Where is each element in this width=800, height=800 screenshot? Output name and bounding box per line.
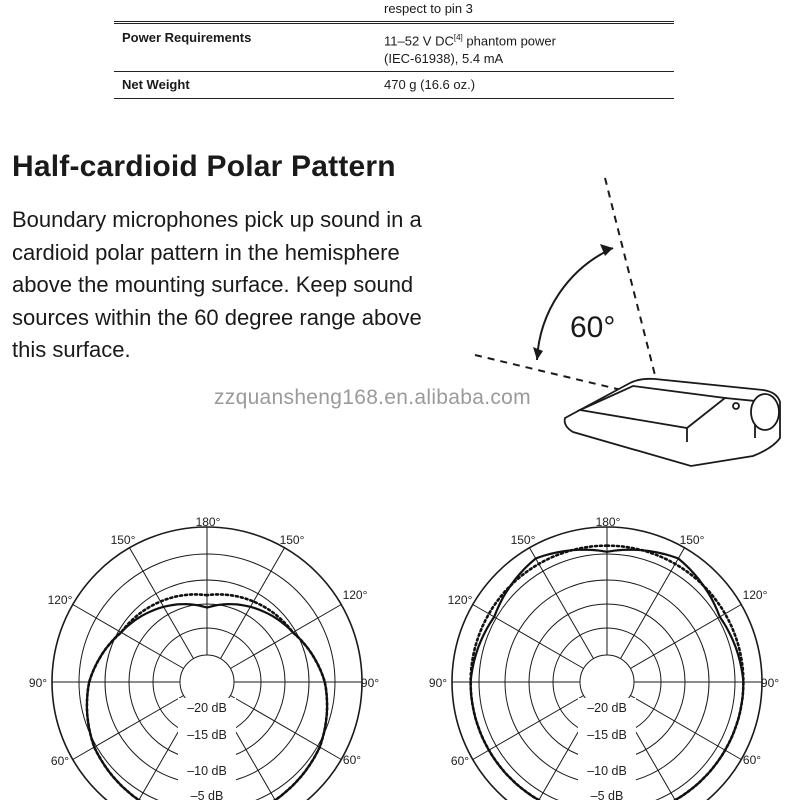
grid-spoke [230,695,342,760]
table-row: respect to pin 3 [114,0,674,24]
spec-value: 11–52 V DC[4] phantom power (IEC-61938), … [362,24,674,72]
label-90-right: 90° [761,676,779,690]
grid-spoke [72,604,184,669]
db-label-15: –15 dB [187,728,227,742]
polar-series-dotted [85,593,329,800]
grid-spoke [630,604,742,669]
label-120-right: 120° [743,588,768,602]
label-60-left: 60° [51,754,69,768]
watermark-text: zzquansheng168.en.alibaba.com [214,386,531,409]
polar-series-dotted [469,544,745,800]
grid-spoke [72,695,184,760]
grid-spoke [630,695,742,760]
db-label-5: –5 dB [591,789,624,800]
grid-spoke [620,547,685,659]
grid-spoke [472,695,584,760]
section-title: Half-cardioid Polar Pattern [12,150,396,183]
db-label-backdrop [578,698,636,800]
db-label-10: –10 dB [587,764,627,778]
spec-label: Power Requirements [122,30,252,45]
table-top-rule [114,21,674,22]
polar-chart-flat: 180° 150° 150° 120° 120° 90° 90° 60° 60°… [29,515,379,800]
grid-spoke [129,547,194,659]
label-60-right: 60° [743,753,761,767]
db-label-5: –5 dB [191,789,224,800]
spec-value: 470 g (16.6 oz.) [384,77,476,92]
label-90-left: 90° [429,676,447,690]
angle-label: 60° [570,311,615,344]
label-150-left: 150° [511,533,536,547]
label-120-right: 120° [343,588,368,602]
db-label-10: –10 dB [187,764,227,778]
footnote-ref: [4] [453,33,463,42]
polar-chart-stand: 180° 150° 150° 120° 120° 90° 90° 60° 60°… [429,515,779,800]
label-180: 180° [196,515,221,529]
boundary-mic-illustration: 60° [474,177,781,467]
db-label-20: –20 dB [587,701,627,715]
db-label-15: –15 dB [587,728,627,742]
label-60-right: 60° [343,753,361,767]
spec-value-line1-rest: phantom power [462,33,556,49]
grid-spoke [220,547,285,659]
spec-label [114,0,362,24]
label-60-left: 60° [451,754,469,768]
label-120-left: 120° [48,593,73,607]
label-120-left: 120° [448,593,473,607]
table-row: Net Weight 470 g (16.6 oz.) [114,72,674,99]
label-150-left: 150° [111,533,136,547]
spec-table: respect to pin 3 Power Requirements 11–5… [114,0,674,99]
spec-value-line1: 11–52 V DC [384,33,454,49]
label-150-right: 150° [680,533,705,547]
grid-spoke [472,604,584,669]
db-label-backdrop [178,698,236,800]
label-90-left: 90° [29,676,47,690]
spec-value-line2: (IEC-61938), 5.4 mA [384,51,504,67]
grid-spoke [230,604,342,669]
section-description: Boundary microphones pick up sound in a … [12,207,422,362]
polar-series-solid [469,548,745,800]
table-row: Power Requirements 11–52 V DC[4] phantom… [114,24,674,72]
label-180: 180° [596,515,621,529]
grid-spoke [529,547,594,659]
polar-grid [451,526,763,800]
polar-series-group [85,593,329,800]
spec-label: Net Weight [122,77,190,92]
db-label-20: –20 dB [187,701,227,715]
label-90-right: 90° [361,676,379,690]
spec-value: respect to pin 3 [384,1,473,16]
label-150-right: 150° [280,533,305,547]
polar-series-group [469,544,745,800]
